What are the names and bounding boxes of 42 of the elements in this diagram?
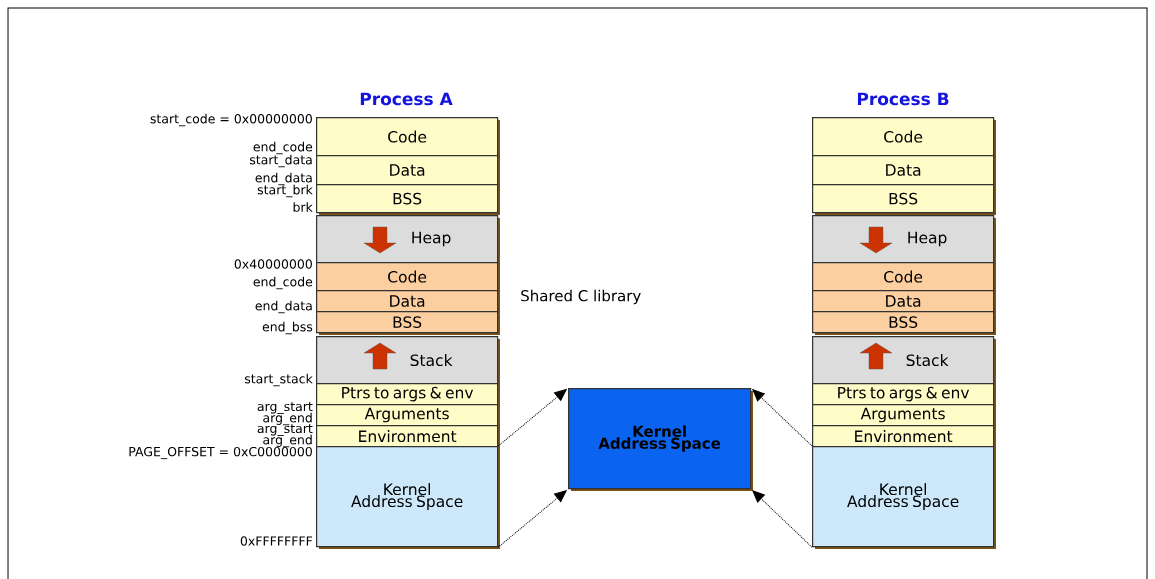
memory-segment: Data bbox=[812, 155, 996, 187]
address-label: start_data bbox=[249, 154, 312, 168]
address-label: start_code = 0x00000000 bbox=[150, 113, 312, 127]
memory-segment: Heap bbox=[316, 215, 500, 265]
memory-segment: Arguments bbox=[812, 404, 996, 428]
arrow bbox=[497, 490, 567, 548]
memory-segment: BSS bbox=[316, 311, 500, 335]
memory-segment: BSS bbox=[316, 184, 500, 215]
memory-segment: BSS bbox=[812, 311, 996, 335]
address-label: arg_start bbox=[257, 424, 313, 436]
address-label: arg_end bbox=[263, 412, 312, 426]
memory-segment: Ptrs to args & env bbox=[812, 383, 996, 407]
memory-segment: Data bbox=[316, 290, 500, 314]
memory-segment: Code bbox=[812, 262, 996, 293]
memory-segment: Heap bbox=[812, 215, 996, 265]
region-label: Shared C library bbox=[521, 289, 641, 305]
memory-segment: Environment bbox=[812, 425, 996, 449]
kernel-box: Kernel Address Space bbox=[568, 388, 753, 491]
memory-segment: Code bbox=[316, 117, 500, 158]
memory-segment: Data bbox=[316, 155, 500, 187]
address-label: PAGE_OFFSET = 0xC0000000 bbox=[129, 446, 312, 460]
memory-segment: Code bbox=[316, 262, 500, 293]
memory-segment: Arguments bbox=[316, 404, 500, 428]
address-label: start_stack bbox=[244, 373, 313, 387]
address-label: 0x40000000 bbox=[234, 259, 312, 269]
address-label: arg_end bbox=[263, 434, 312, 448]
arrow bbox=[752, 490, 813, 548]
address-label: arg_start bbox=[257, 402, 313, 414]
address-label: end_bss bbox=[262, 321, 313, 335]
address-label: end_code bbox=[253, 141, 313, 155]
arrow bbox=[497, 388, 567, 447]
address-label: start_brk bbox=[257, 184, 313, 198]
arrow bbox=[752, 389, 813, 447]
address-label: end_data bbox=[255, 300, 312, 314]
memory-segment: Data bbox=[812, 290, 996, 314]
address-label: brk bbox=[293, 202, 313, 212]
memory-segment: Ptrs to args & env bbox=[316, 383, 500, 407]
memory-segment: BSS bbox=[812, 184, 996, 215]
address-label: end_data bbox=[255, 172, 312, 186]
memory-segment: Code bbox=[812, 117, 996, 158]
address-label: end_code bbox=[253, 276, 313, 290]
memory-segment: Environment bbox=[316, 425, 500, 449]
